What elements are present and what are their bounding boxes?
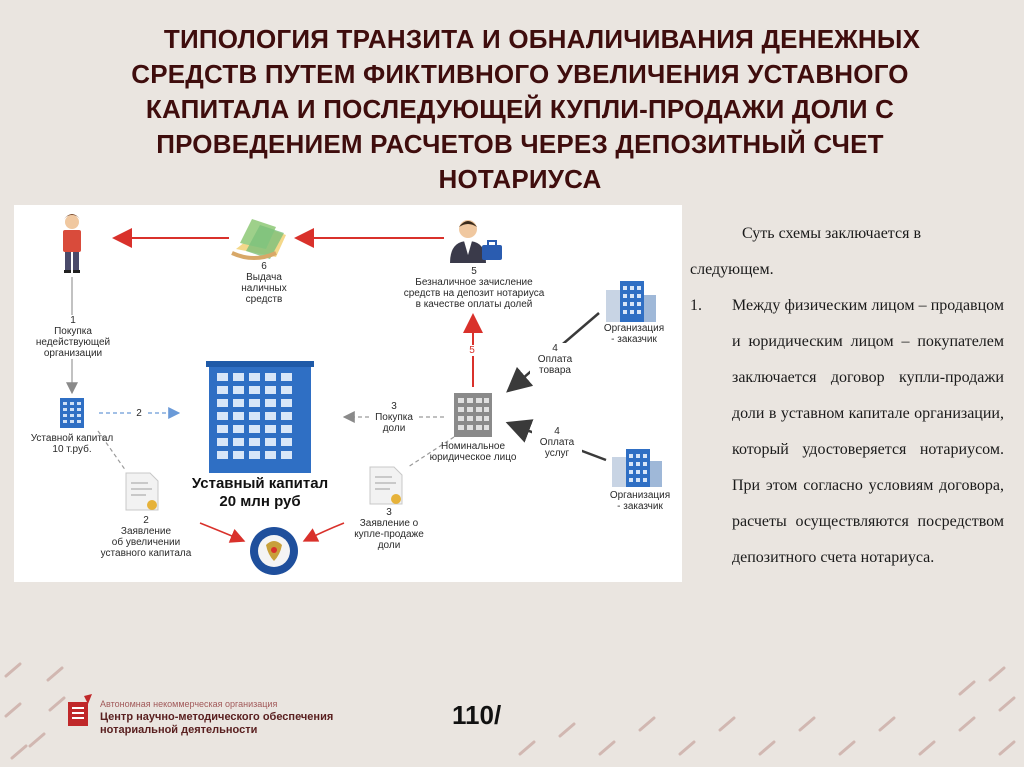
org-name-line2: нотариальной деятельности	[100, 724, 258, 736]
step3-line2: доли	[382, 423, 406, 434]
step4-services-line1: Оплата	[539, 437, 575, 448]
step3b-line1: Заявление о	[359, 518, 419, 529]
step6-line2: наличных	[241, 283, 287, 294]
step3-number: 3	[391, 401, 397, 412]
step3-label: 3 Покупка доли	[369, 401, 419, 434]
small-company-building-icon	[60, 398, 84, 428]
person-icon	[63, 214, 81, 273]
step4-goods-line1: Оплата	[537, 354, 573, 365]
org-type: Автономная некоммерческая организация	[100, 699, 278, 709]
lead-line-1: Суть схемы заключается в	[742, 225, 922, 242]
step3b-number: 3	[386, 507, 392, 518]
step4-services-label: 4 Оплата услуг	[532, 426, 582, 459]
title-line-4: ПРОВЕДЕНИЕМ РАСЧЕТОВ ЧЕРЕЗ ДЕПОЗИТНЫЙ СЧ…	[156, 129, 884, 159]
document-icon-left	[125, 472, 159, 511]
org-name: Центр научно-методического обеспечения н…	[100, 711, 333, 737]
step3-line1: Покупка	[375, 412, 413, 423]
charter-small-line1: Уставной капитал	[30, 433, 114, 444]
explanation-list: 1. Между физическим лицом – продавцом и …	[690, 288, 1004, 576]
charter-small-line2: 10 т.руб.	[52, 444, 92, 455]
customer-building-icon-1	[606, 281, 656, 322]
step5-line2: средств на депозит нотариуса	[403, 288, 545, 299]
step6-line3: средств	[245, 294, 283, 305]
charter-big-line1: Уставный капитал	[191, 475, 329, 492]
arrow-doc3-to-tax	[302, 522, 345, 542]
customer1-line2: - заказчик	[611, 334, 657, 345]
step2-number: 2	[143, 515, 149, 526]
customer1-label: Организация - заказчик	[594, 323, 674, 345]
step1-line3: организации	[43, 348, 103, 359]
cash-icon	[231, 219, 286, 260]
lead-line-2: следующем.	[690, 261, 774, 278]
step4-goods-label: 4 Оплата товара	[530, 343, 580, 376]
nominal-entity-label: Номинальное юридическое лицо	[418, 441, 528, 463]
diagram-graphics	[60, 214, 662, 575]
step2-line3: уставного капитала	[100, 548, 192, 559]
step1-label: 1 Покупка недействующей организации	[18, 315, 128, 359]
charter-small-label: Уставной капитал 10 т.руб.	[16, 433, 128, 455]
list-item-text: Между физическим лицом – продавцом и юри…	[732, 297, 1004, 566]
page-number: 110/	[452, 700, 502, 730]
customer2-label: Организация - заказчик	[600, 490, 680, 512]
step2-label: 2 Заявление об увеличении уставного капи…	[86, 515, 206, 559]
title-line-3: КАПИТАЛА И ПОСЛЕДУЮЩЕЙ КУПЛИ-ПРОДАЖИ ДОЛ…	[145, 94, 895, 124]
title-line-5: НОТАРИУСА	[438, 164, 602, 194]
step4-services-line2: услуг	[544, 448, 570, 459]
step1-number: 1	[70, 315, 76, 326]
step3b-label: 3 Заявление о купле-продаже доли	[334, 507, 444, 551]
org-logo-icon	[68, 694, 92, 726]
step5-line3: в качестве оплаты долей	[415, 299, 533, 310]
big-company-building-icon	[206, 361, 314, 473]
line-company-to-doc	[97, 430, 127, 472]
title-line-1: ТИПОЛОГИЯ ТРАНЗИТА И ОБНАЛИЧИВАНИЯ ДЕНЕЖ…	[163, 24, 921, 54]
step6-number: 6	[261, 261, 267, 272]
step3b-line3: доли	[377, 540, 401, 551]
step5-line1: Безналичное зачисление	[415, 277, 533, 288]
step3b-line2: купле-продаже	[354, 529, 424, 540]
arrow5-label: 5	[465, 345, 479, 356]
step2-line1: Заявление	[120, 526, 172, 537]
businessman-icon	[450, 220, 502, 263]
step2-line2: об увеличении	[111, 537, 181, 548]
arrow-doc2-to-tax	[199, 522, 246, 543]
arrow2-label: 2	[132, 408, 146, 419]
list-item-number: 1.	[690, 297, 702, 314]
step6-label: 6 Выдача наличных средств	[224, 261, 304, 305]
step1-line1: Покупка	[54, 326, 92, 337]
title-line-2: СРЕДСТВ ПУТЕМ ФИКТИВНОГО УВЕЛИЧЕНИЯ УСТА…	[131, 59, 909, 89]
org-name-line1: Центр научно-методического обеспечения	[100, 711, 334, 723]
step5-number: 5	[471, 266, 477, 277]
tax-service-emblem-icon	[250, 527, 298, 575]
charter-big-line2: 20 млн руб	[219, 493, 301, 510]
customer-building-icon-2	[612, 449, 662, 487]
step4-goods-number: 4	[552, 343, 558, 354]
line-nominal-to-doc	[407, 436, 455, 468]
scheme-diagram: 6 Выдача наличных средств 5 Безналичное …	[14, 205, 682, 582]
nominal-line2: юридическое лицо	[429, 452, 517, 463]
nominal-company-building-icon	[454, 393, 492, 437]
charter-big-label: Уставный капитал 20 млн руб	[174, 475, 346, 511]
step1-line2: недействующей	[35, 337, 111, 348]
explanation-text: Суть схемы заключается в следующем. 1. М…	[690, 216, 1004, 576]
step4-services-number: 4	[554, 426, 560, 437]
list-item: 1. Между физическим лицом – продавцом и …	[690, 288, 1004, 576]
decorative-quill-pattern	[4, 662, 1016, 760]
document-icon-right	[369, 466, 403, 505]
customer2-line1: Организация	[609, 490, 671, 501]
slide-title: ТИПОЛОГИЯ ТРАНЗИТА И ОБНАЛИЧИВАНИЯ ДЕНЕЖ…	[60, 22, 980, 197]
customer1-line1: Организация	[603, 323, 665, 334]
customer2-line2: - заказчик	[617, 501, 663, 512]
step6-line1: Выдача	[246, 272, 282, 283]
step4-goods-line2: товара	[539, 365, 571, 376]
nominal-line1: Номинальное	[440, 441, 506, 452]
step5-label: 5 Безналичное зачисление средств на депо…	[379, 266, 569, 310]
